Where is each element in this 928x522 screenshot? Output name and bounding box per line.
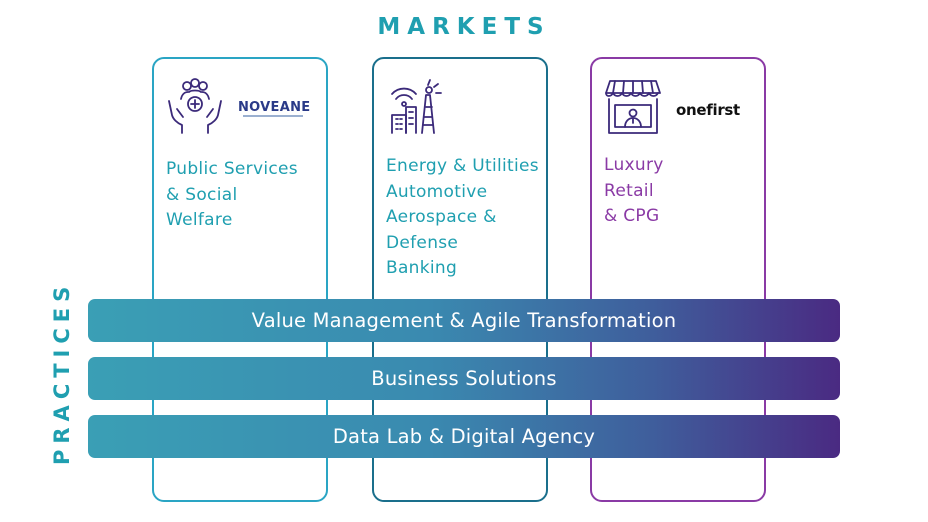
practice-band-data-lab: Data Lab & Digital Agency [88,415,840,458]
people-care-icon [168,78,222,134]
markets-title: MARKETS [377,14,551,40]
market-text: Energy & Utilities Automotive Aerospace … [386,154,539,282]
onefirst-logo: onefirst [676,101,740,119]
market-line: & Social [166,184,238,205]
market-line: Welfare [166,210,233,230]
onefirst-logo-text: onefirst [676,101,740,119]
market-line: Aerospace & [386,207,497,227]
market-column-luxury: onefirst Luxury Retail & CPG [590,57,766,502]
market-line: Luxury [604,155,664,175]
market-line: Banking [386,258,458,278]
market-text: Public Services & Social Welfare [166,157,298,234]
practice-band-business-solutions: Business Solutions [88,357,840,400]
practices-title: PRACTICES [50,280,74,465]
energy-industry-icon [391,79,442,134]
market-line: Automotive [386,181,488,202]
market-line: Defense [386,232,459,253]
noveane-logo-text: NOVEANE [238,100,311,115]
market-column-energy: Energy & Utilities Automotive Aerospace … [372,57,548,502]
market-line: & CPG [604,206,660,226]
market-line: Public Services [166,159,298,179]
market-line: Energy & Utilities [386,156,539,176]
noveane-logo: NOVEANE [238,100,311,117]
storefront-icon [605,80,661,134]
market-line: Retail [604,180,654,201]
market-column-public-services: NOVEANE Public Services & Social Welfare [152,57,328,502]
practice-band-value-management: Value Management & Agile Transformation [88,299,840,342]
market-text: Luxury Retail & CPG [604,153,664,230]
